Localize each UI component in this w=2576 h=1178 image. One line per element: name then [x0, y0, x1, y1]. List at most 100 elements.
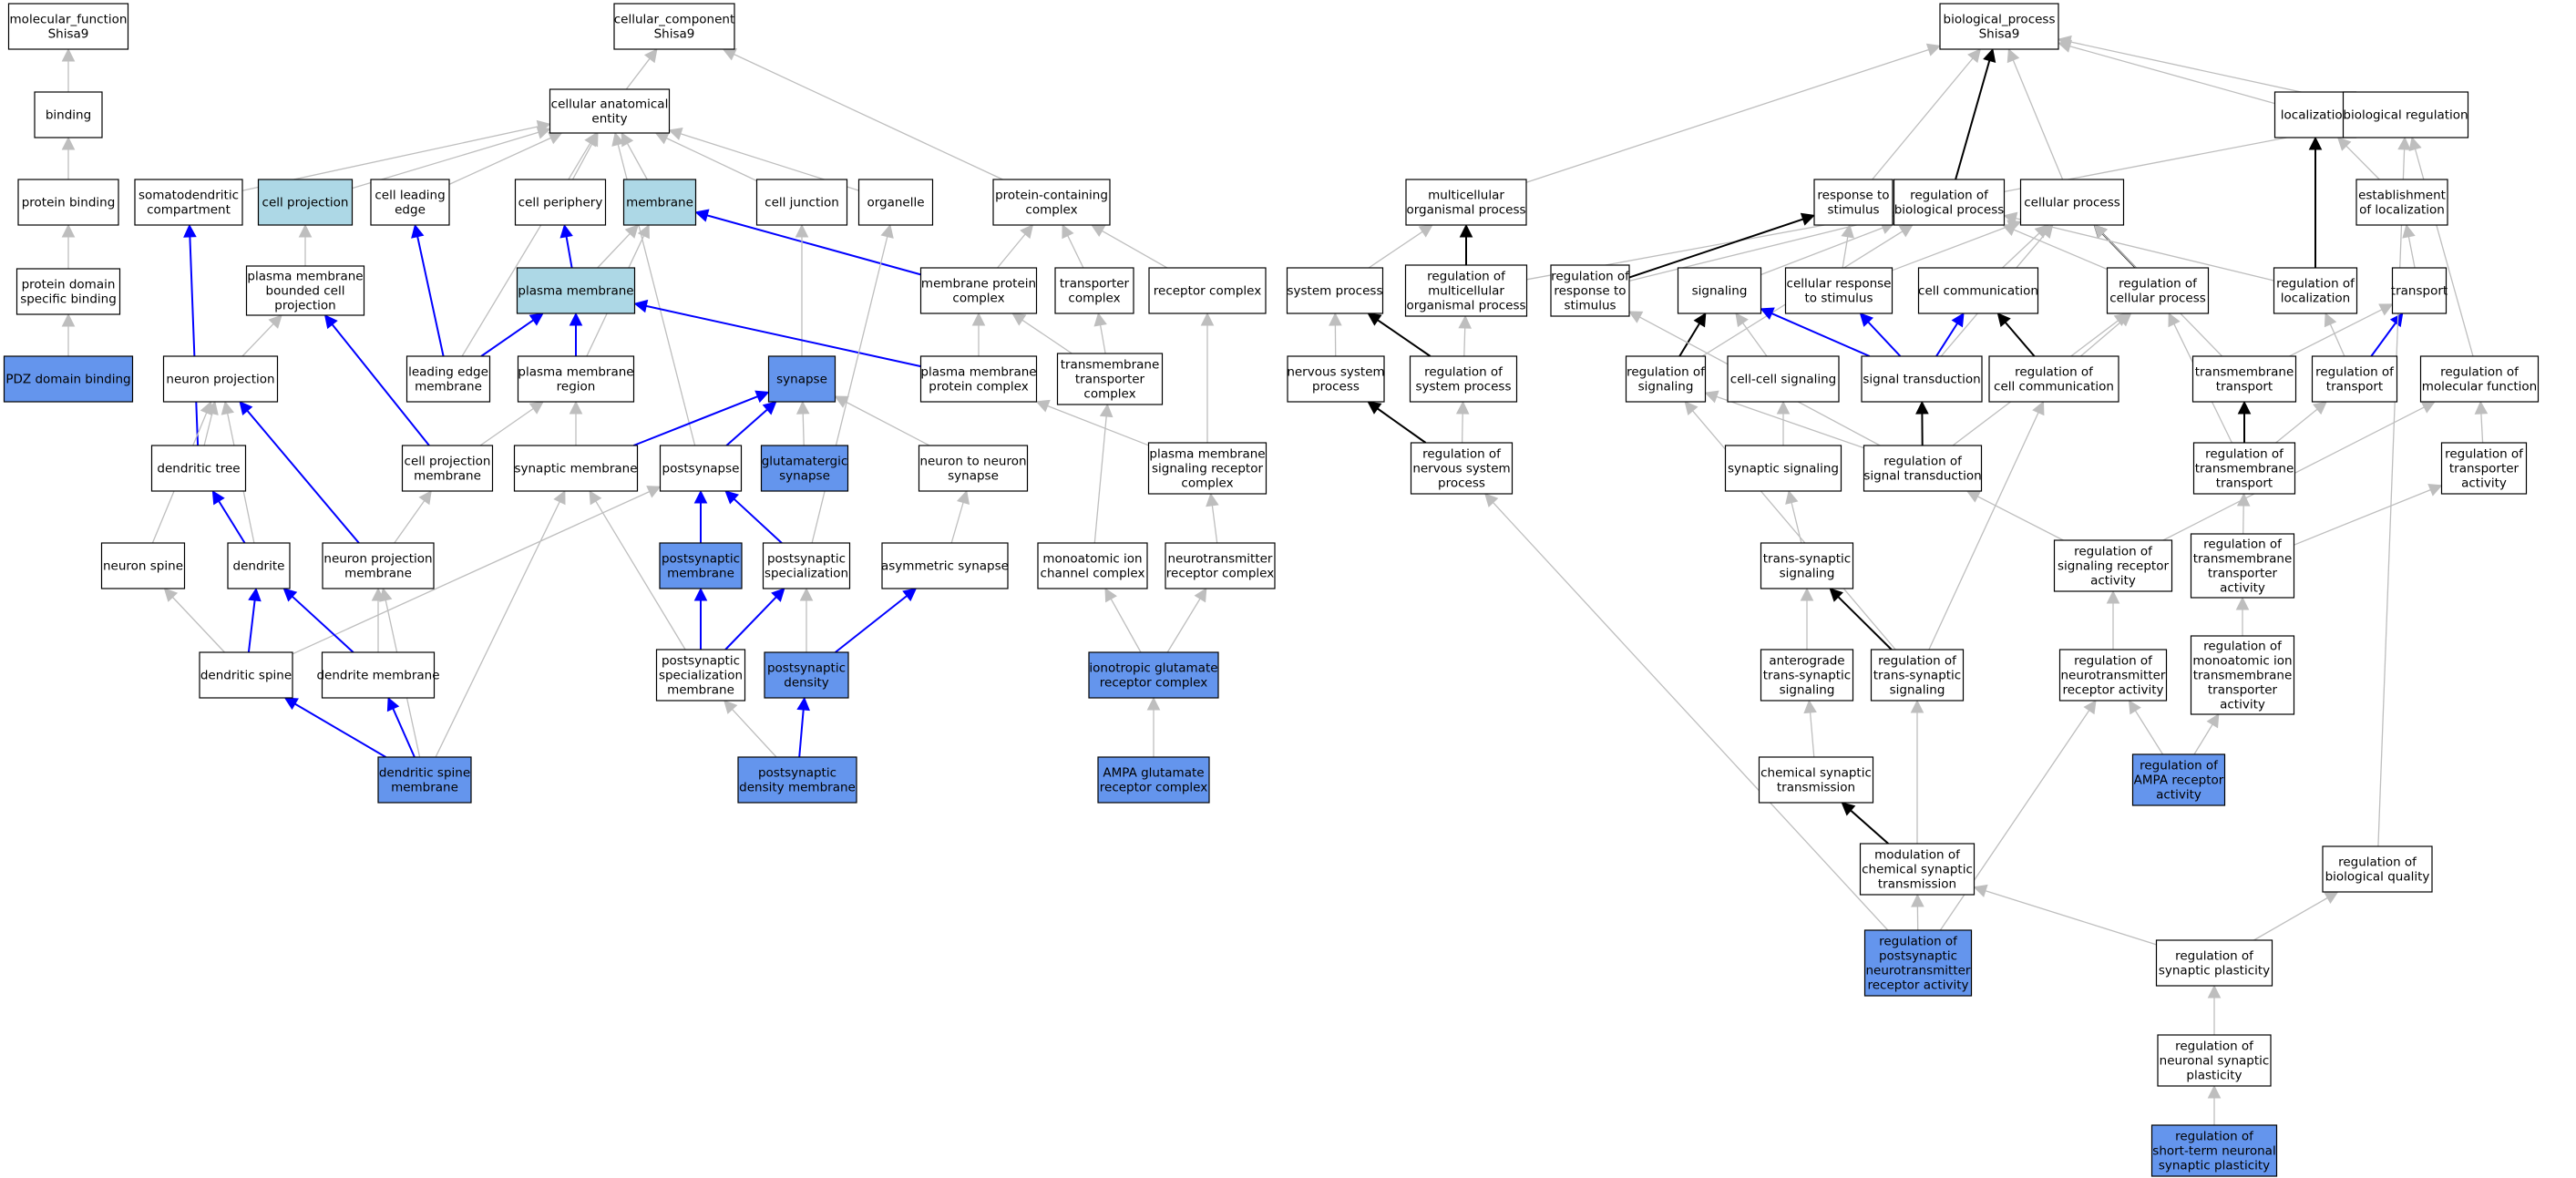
term-node-biological_regulation[interactable]: biological regulation — [2342, 91, 2469, 138]
term-node-signaling[interactable]: signaling — [1677, 267, 1762, 314]
term-label-line: AMPA glutamate — [1103, 766, 1204, 781]
term-node-dendrite_membrane[interactable]: dendrite membrane — [316, 651, 440, 699]
term-node-cell_periphery[interactable]: cell periphery — [514, 179, 607, 226]
edge-arrowhead — [2083, 700, 2097, 715]
term-node-plasma_membrane[interactable]: plasma membrane — [516, 267, 636, 314]
term-node-asymmetric_synapse[interactable]: asymmetric synapse — [881, 542, 1009, 589]
term-node-dendritic_spine[interactable]: dendritic spine — [199, 651, 293, 699]
term-node-localization[interactable]: localization — [2273, 91, 2357, 138]
term-node-synapse[interactable]: synapse — [767, 355, 836, 403]
term-node-organelle[interactable]: organelle — [857, 179, 934, 226]
term-node-dendrite[interactable]: dendrite — [227, 542, 291, 589]
term-node-synaptic_membrane[interactable]: synaptic membrane — [513, 445, 639, 492]
term-node-pdz_binding[interactable]: PDZ domain binding — [3, 355, 134, 403]
term-node-signal_transduction[interactable]: signal transduction — [1861, 355, 1983, 403]
term-node-system_process[interactable]: system process — [1286, 267, 1384, 314]
term-node-reg_tm_transporter_activity[interactable]: regulation oftransmembranetransporteract… — [2190, 533, 2295, 599]
term-node-receptor_complex[interactable]: receptor complex — [1148, 267, 1267, 314]
term-node-synaptic_signaling[interactable]: synaptic signaling — [1724, 445, 1842, 492]
term-node-membrane[interactable]: membrane — [622, 179, 697, 226]
term-node-postsynapse[interactable]: postsynapse — [659, 445, 743, 492]
term-node-protein_binding[interactable]: protein binding — [17, 179, 119, 226]
term-node-transport[interactable]: transport — [2391, 267, 2448, 314]
term-node-dendritic_tree[interactable]: dendritic tree — [150, 445, 247, 492]
term-node-cellular_process[interactable]: cellular process — [2019, 179, 2125, 226]
term-node-cell_cell_signaling[interactable]: cell-cell signaling — [1727, 355, 1840, 403]
edge-ps_spec_membrane-to-postsynaptic_membrane — [693, 587, 708, 650]
term-node-neuron_projection[interactable]: neuron projection — [162, 355, 279, 403]
term-node-neuron_spine[interactable]: neuron spine — [100, 542, 186, 589]
term-node-cell_projection[interactable]: cell projection — [257, 179, 354, 226]
term-node-reg_postsynaptic_nt[interactable]: regulation ofpostsynapticneurotransmitte… — [1863, 929, 1973, 997]
edge-arrowhead — [282, 588, 298, 602]
term-node-cell_communication[interactable]: cell communication — [1917, 267, 2039, 314]
edge-line — [392, 708, 416, 758]
term-node-binding[interactable]: binding — [34, 91, 103, 138]
term-node-cell_junction[interactable]: cell junction — [755, 179, 848, 226]
